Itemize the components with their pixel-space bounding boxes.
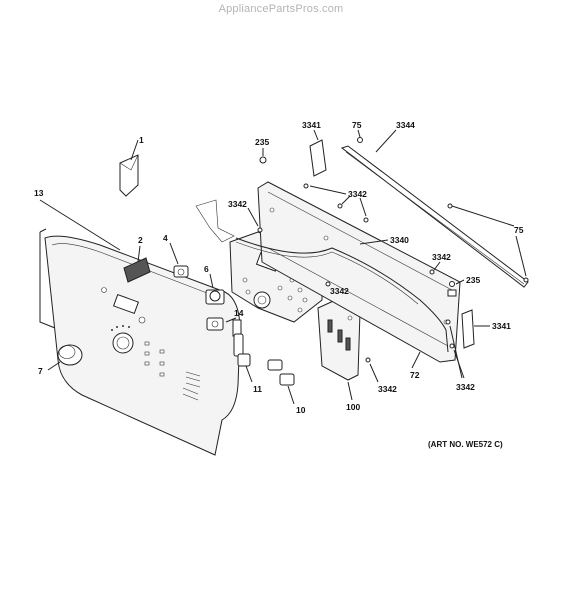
callout-1: 1: [139, 135, 144, 145]
art-number: (ART NO. WE572 C): [428, 440, 503, 449]
part-3341-endcap-top: [309, 129, 327, 177]
rear-housing: [257, 181, 461, 363]
watermark: AppliancePartsPros.com: [218, 3, 344, 15]
part-3341-endcap-right: [461, 309, 490, 349]
part-10-switch: [267, 359, 295, 405]
callout-75-top: 75: [352, 120, 362, 130]
part-1-label-card: [119, 139, 139, 197]
callout-3342-mid: 3342: [432, 252, 451, 262]
callout-4: 4: [163, 233, 168, 243]
callout-7: 7: [38, 366, 43, 376]
callout-72: 72: [410, 370, 420, 380]
callout-3342-center: 3342: [330, 286, 349, 296]
part-7-knob: [47, 344, 83, 371]
part-13-trim: [39, 199, 121, 331]
callout-3342-lower: 3342: [378, 384, 397, 394]
callout-13: 13: [34, 188, 44, 198]
callout-3341-right: 3341: [492, 321, 511, 331]
callout-235-right: 235: [466, 275, 480, 285]
part-2-cap: [123, 245, 151, 283]
callout-3344: 3344: [396, 120, 415, 130]
callout-75-right: 75: [514, 225, 524, 235]
callout-11: 11: [253, 384, 262, 394]
part-100-sub-board: [317, 297, 361, 401]
part-11-lens: [233, 333, 253, 383]
callout-6: 6: [204, 264, 209, 274]
screws: [247, 129, 529, 383]
callout-labels: 1 13 2 4 6 14 7 11 10 100 235 3341 75 33…: [34, 120, 524, 415]
callout-3342-left: 3342: [228, 199, 247, 209]
callout-3341-top: 3341: [302, 120, 321, 130]
control-panel-front: [44, 235, 241, 456]
callout-3340: 3340: [390, 235, 409, 245]
callout-3342-top: 3342: [348, 189, 367, 199]
callout-10: 10: [296, 405, 306, 415]
callout-235-top: 235: [255, 137, 269, 147]
part-3344-rail: [340, 129, 529, 288]
callout-3342-right: 3342: [456, 382, 475, 392]
part-3340-harness: [235, 237, 449, 353]
part-4-switch: [169, 242, 189, 278]
callout-14: 14: [234, 308, 244, 318]
callout-100: 100: [346, 402, 360, 412]
part-6-encoder: [205, 273, 225, 305]
callout-2: 2: [138, 235, 143, 245]
